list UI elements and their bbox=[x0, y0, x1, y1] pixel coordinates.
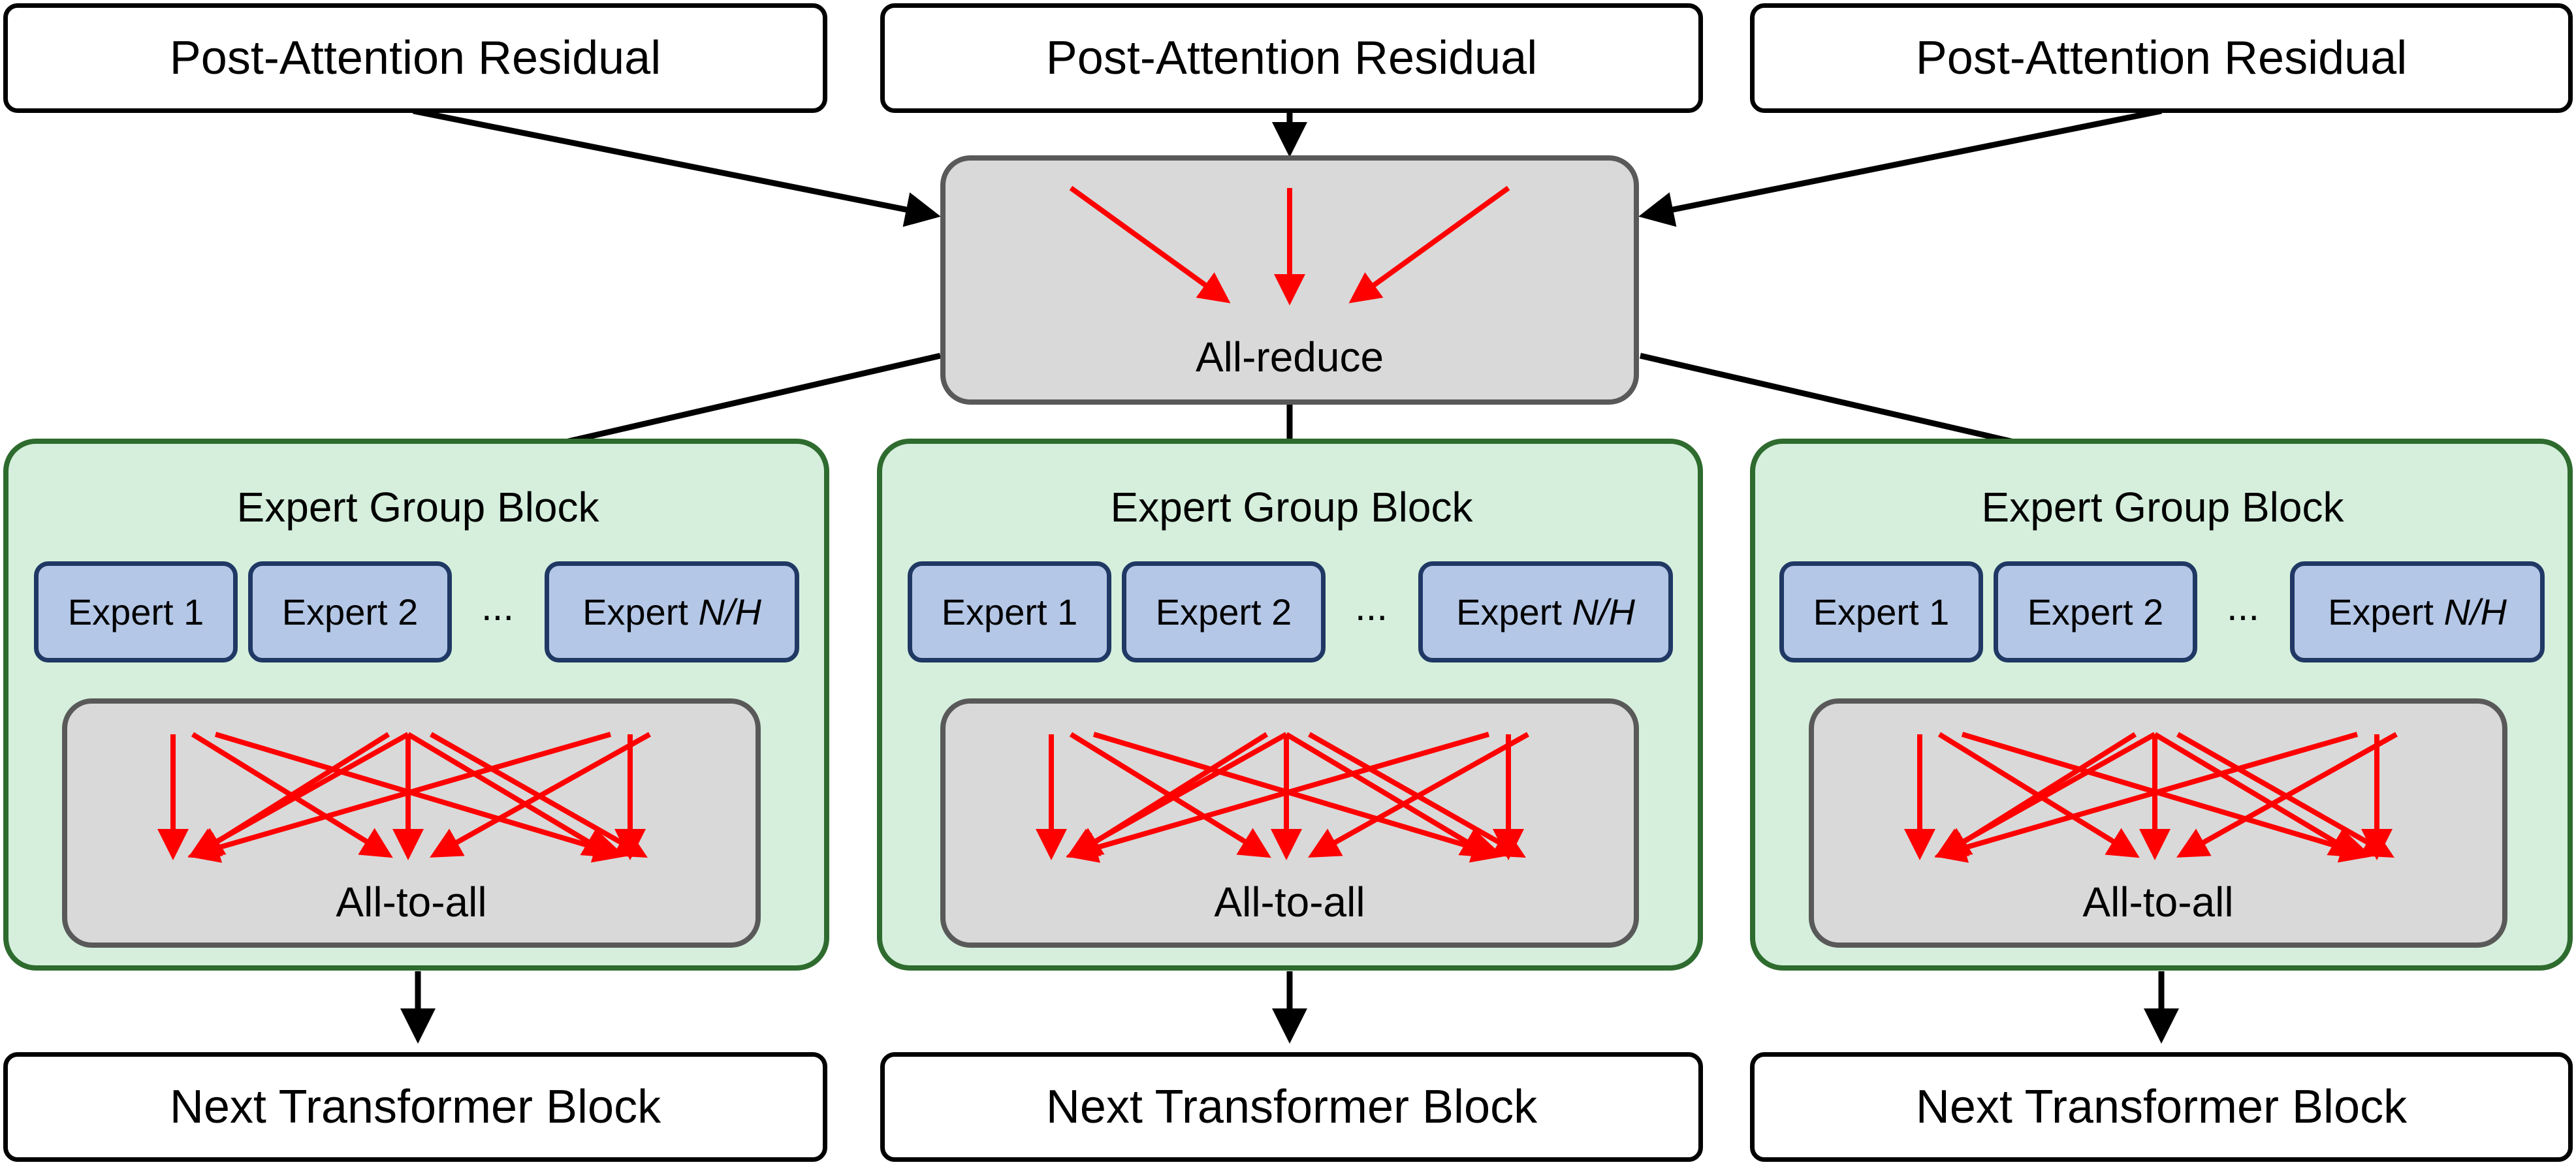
expert-2-box-g2: Expert 2 bbox=[1122, 561, 1326, 662]
all-to-all-arrow-g2-3 bbox=[1092, 732, 1504, 863]
all-to-all-label-g2: All-to-all bbox=[1214, 879, 1365, 926]
expert-number: N/H bbox=[1572, 591, 1635, 632]
input-box-1: Post-Attention Residual bbox=[3, 3, 827, 113]
expert-2-box-g1: Expert 2 bbox=[248, 561, 452, 662]
all-to-all-arrow-g1-10 bbox=[430, 732, 648, 858]
group-title-3: Expert Group Block bbox=[1981, 484, 2344, 531]
output-box-1: Next Transformer Block bbox=[3, 1052, 827, 1162]
output-box-3: Next Transformer Block bbox=[1750, 1052, 2573, 1162]
all-to-all-box-g2 bbox=[940, 698, 1639, 948]
expert-number: N/H bbox=[2443, 591, 2507, 632]
expert-number: 1 bbox=[1929, 591, 1950, 632]
all-to-all-arrow-g2-9 bbox=[1066, 732, 1490, 863]
all-to-all-arrow-g1-6 bbox=[406, 732, 615, 858]
all-to-all-label-g3: All-to-all bbox=[2082, 879, 2234, 926]
group-title-1: Expert Group Block bbox=[236, 484, 599, 531]
all-to-all-arrow-g1-11 bbox=[191, 732, 390, 858]
expert-nh-box-g1: Expert N/H bbox=[545, 561, 799, 662]
output-label-1: Next Transformer Block bbox=[169, 1081, 661, 1133]
expert-label: Expert bbox=[2328, 591, 2434, 632]
expert-label: Expert bbox=[67, 591, 174, 632]
expert-number: 2 bbox=[398, 591, 419, 632]
all-to-all-label-g1: All-to-all bbox=[336, 879, 487, 926]
expert-number: 2 bbox=[2143, 591, 2164, 632]
expert-1-box-g2: Expert 1 bbox=[908, 561, 1111, 662]
input-label-1: Post-Attention Residual bbox=[169, 32, 661, 84]
expert-2-box-g3: Expert 2 bbox=[1994, 561, 2197, 662]
expert-nh-box-g3: Expert N/H bbox=[2290, 561, 2545, 662]
all-to-all-arrow-g3-3 bbox=[1961, 732, 2372, 863]
all-to-all-arrow-g3-10 bbox=[2176, 732, 2394, 858]
all-to-all-arrow-g2-10 bbox=[1308, 732, 1526, 858]
expert-label: Expert bbox=[941, 591, 1047, 632]
output-label-2: Next Transformer Block bbox=[1045, 1081, 1538, 1133]
expert-label: Expert bbox=[1456, 591, 1562, 632]
expert-number: N/H bbox=[698, 591, 761, 632]
all-to-all-arrow-g3-9 bbox=[1934, 732, 2359, 863]
expert-label: Expert bbox=[1813, 591, 1919, 632]
all-to-all-arrow-g1-3 bbox=[214, 732, 626, 863]
all-to-all-arrow-g3-11 bbox=[1938, 732, 2137, 858]
expert-ellipsis-g3: ... bbox=[2226, 585, 2260, 629]
all-to-all-arrow-g2-6 bbox=[1284, 732, 1493, 858]
all-to-all-arrow-g1-9 bbox=[187, 732, 612, 863]
expert-number: 2 bbox=[1271, 591, 1292, 632]
all-to-all-arrow-g2-11 bbox=[1070, 732, 1269, 858]
input-label-3: Post-Attention Residual bbox=[1915, 32, 2408, 84]
expert-label: Expert bbox=[1155, 591, 1262, 632]
arrow-input-3-to-allreduce bbox=[1638, 108, 2162, 227]
expert-number: 1 bbox=[1057, 591, 1078, 632]
output-box-2: Next Transformer Block bbox=[880, 1052, 1703, 1162]
input-label-2: Post-Attention Residual bbox=[1045, 32, 1538, 84]
expert-number: 1 bbox=[183, 591, 204, 632]
output-label-3: Next Transformer Block bbox=[1915, 1081, 2408, 1133]
expert-1-box-g3: Expert 1 bbox=[1779, 561, 1983, 662]
expert-ellipsis-g1: ... bbox=[481, 585, 515, 629]
input-box-3: Post-Attention Residual bbox=[1750, 3, 2573, 113]
all-to-all-arrow-g3-6 bbox=[2153, 732, 2362, 858]
input-box-2: Post-Attention Residual bbox=[880, 3, 1703, 113]
expert-label: Expert bbox=[2027, 591, 2133, 632]
expert-label: Expert bbox=[582, 591, 688, 632]
expert-1-box-g1: Expert 1 bbox=[34, 561, 238, 662]
all-reduce-arrow-right bbox=[1348, 185, 1510, 304]
group-title-2: Expert Group Block bbox=[1110, 484, 1473, 531]
expert-ellipsis-g2: ... bbox=[1354, 585, 1388, 629]
arrow-input-1-to-allreduce bbox=[413, 108, 941, 227]
all-reduce-label: All-reduce bbox=[1195, 334, 1384, 381]
expert-nh-box-g2: Expert N/H bbox=[1418, 561, 1673, 662]
expert-label: Expert bbox=[281, 591, 388, 632]
all-reduce-arrow-left bbox=[1069, 185, 1231, 304]
